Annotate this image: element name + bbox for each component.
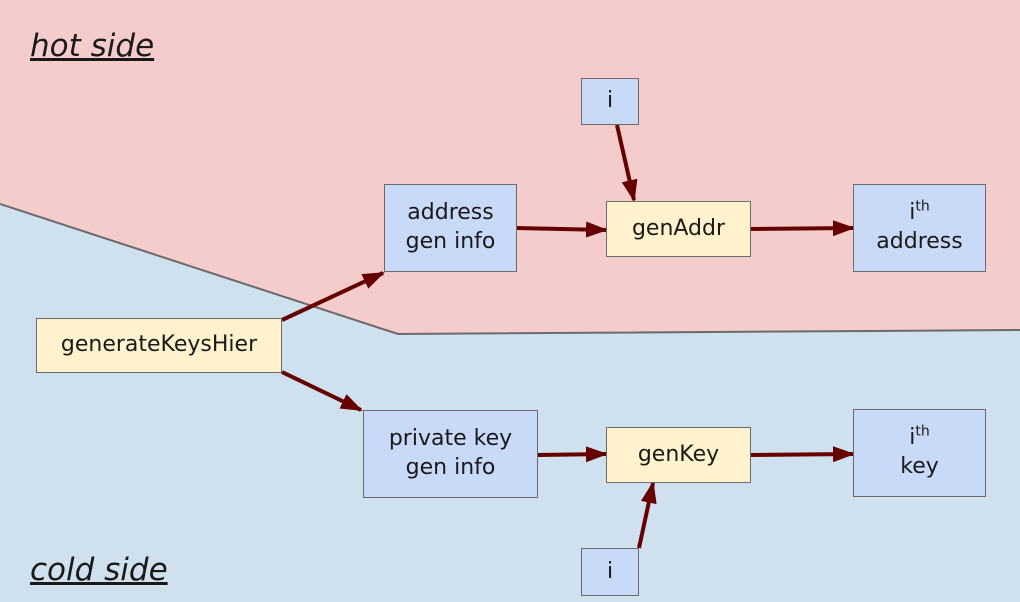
private-key-gen-info-line1: private key: [388, 426, 513, 452]
ith-address-superscript: th: [915, 199, 930, 216]
ith-key-index: i: [909, 425, 916, 451]
address-gen-info-line2: gen info: [405, 229, 496, 254]
hot-side-label: hot side: [30, 28, 155, 64]
gen-key-node: genKey: [606, 427, 751, 483]
address-gen-info-line1: address: [407, 200, 494, 226]
cold-side-label: cold side: [30, 552, 168, 588]
address-gen-info-node: address gen info: [384, 184, 517, 272]
ith-address-index: i: [909, 200, 916, 226]
i-input-bottom-node: i: [581, 548, 639, 596]
ith-key-top-line: ith: [909, 424, 930, 453]
gen-addr-label: genAddr: [631, 215, 726, 241]
ith-key-node: ith key: [853, 409, 986, 497]
ith-address-top-line: ith: [909, 199, 930, 228]
ith-address-node: ith address: [853, 184, 986, 272]
generate-keys-hier-node: generateKeysHier: [36, 318, 282, 373]
i-input-top-label: i: [606, 88, 614, 114]
ith-address-word: address: [876, 229, 963, 254]
hot-zone: [0, 0, 1020, 334]
i-input-bottom-label: i: [606, 558, 614, 584]
i-input-top-node: i: [581, 78, 639, 125]
gen-addr-node: genAddr: [606, 201, 751, 257]
generate-keys-hier-label: generateKeysHier: [60, 332, 258, 358]
private-key-gen-info-line2: gen info: [405, 455, 496, 480]
gen-key-label: genKey: [637, 441, 720, 467]
ith-key-word: key: [900, 454, 939, 479]
ith-key-superscript: th: [915, 424, 930, 441]
zone-boundary-line: [0, 203, 1020, 336]
private-key-gen-info-node: private key gen info: [363, 410, 538, 498]
